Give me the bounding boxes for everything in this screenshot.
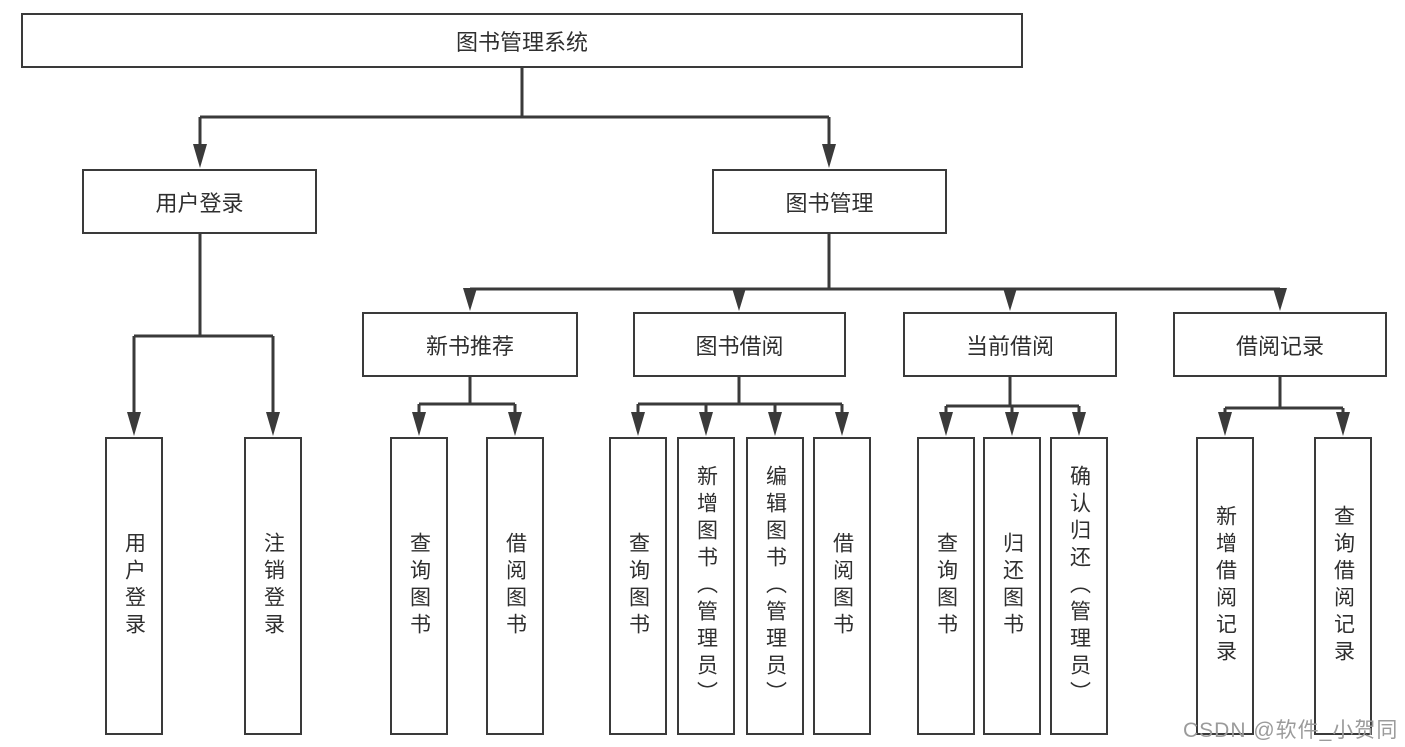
leaf-add-book-admin-label: 新增图书（管理员）	[694, 464, 718, 708]
leaf-edit-book-admin: 编辑图书（管理员）	[746, 437, 804, 735]
arrowhead-icon	[939, 412, 953, 436]
arrowheads	[127, 144, 1350, 436]
leaf-borrow-books-borrow: 借阅图书	[813, 437, 871, 735]
node-book-management: 图书管理	[712, 169, 947, 234]
arrowhead-icon	[822, 144, 836, 168]
node-borrow-records-label: 借阅记录	[1235, 333, 1324, 359]
leaf-user-login: 用户登录	[105, 437, 163, 735]
arrowhead-icon	[463, 288, 477, 311]
leaf-confirm-return-admin-label: 确认归还（管理员）	[1067, 464, 1091, 708]
leaf-query-borrow-record: 查询借阅记录	[1314, 437, 1372, 735]
leaf-borrow-books-recommend: 借阅图书	[486, 437, 544, 735]
arrowhead-icon	[732, 288, 746, 311]
arrowhead-icon	[193, 144, 207, 168]
leaf-return-book: 归还图书	[983, 437, 1041, 735]
leaf-add-borrow-record-label: 新增借阅记录	[1213, 505, 1237, 667]
leaf-logout-label: 注销登录	[261, 532, 285, 640]
leaf-confirm-return-admin: 确认归还（管理员）	[1050, 437, 1108, 735]
arrowhead-icon	[1003, 288, 1017, 311]
leaf-logout: 注销登录	[244, 437, 302, 735]
node-root: 图书管理系统	[21, 13, 1023, 68]
node-new-book-recommend: 新书推荐	[362, 312, 578, 377]
arrowhead-icon	[768, 412, 782, 436]
node-user-login: 用户登录	[82, 169, 317, 234]
arrowhead-icon	[412, 412, 426, 436]
arrowhead-icon	[1072, 412, 1086, 436]
node-book-borrow: 图书借阅	[633, 312, 846, 377]
arrowhead-icon	[127, 412, 141, 436]
leaf-query-borrow-record-label: 查询借阅记录	[1331, 505, 1355, 667]
leaf-user-login-label: 用户登录	[122, 532, 146, 640]
leaf-edit-book-admin-label: 编辑图书（管理员）	[763, 464, 787, 708]
arrowhead-icon	[835, 412, 849, 436]
node-new-book-recommend-label: 新书推荐	[425, 333, 514, 359]
leaf-query-books-borrow-label: 查询图书	[626, 532, 650, 640]
node-book-borrow-label: 图书借阅	[695, 333, 784, 359]
node-root-label: 图书管理系统	[455, 29, 588, 55]
arrowhead-icon	[699, 412, 713, 436]
csdn-watermark: CSDN @软件_小贺同学	[1183, 719, 1399, 742]
arrowhead-icon	[1218, 412, 1232, 436]
node-current-borrow-label: 当前借阅	[965, 333, 1054, 359]
leaf-add-borrow-record: 新增借阅记录	[1196, 437, 1254, 735]
leaf-query-books-recommend: 查询图书	[390, 437, 448, 735]
leaf-query-books-recommend-label: 查询图书	[407, 532, 431, 640]
arrowhead-icon	[508, 412, 522, 436]
arrowhead-icon	[1336, 412, 1350, 436]
leaf-borrow-books-recommend-label: 借阅图书	[503, 532, 527, 640]
leaf-borrow-books-borrow-label: 借阅图书	[830, 532, 854, 640]
leaf-add-book-admin: 新增图书（管理员）	[677, 437, 735, 735]
leaf-query-books-current: 查询图书	[917, 437, 975, 735]
arrowhead-icon	[1005, 412, 1019, 436]
node-current-borrow: 当前借阅	[903, 312, 1117, 377]
arrowhead-icon	[1273, 288, 1287, 311]
arrowhead-icon	[631, 412, 645, 436]
node-user-login-label: 用户登录	[155, 190, 244, 216]
arrowhead-icon	[266, 412, 280, 436]
leaf-return-book-label: 归还图书	[1000, 532, 1024, 640]
leaf-query-books-borrow: 查询图书	[609, 437, 667, 735]
node-book-management-label: 图书管理	[785, 190, 874, 216]
leaf-query-books-current-label: 查询图书	[934, 532, 958, 640]
node-borrow-records: 借阅记录	[1173, 312, 1387, 377]
